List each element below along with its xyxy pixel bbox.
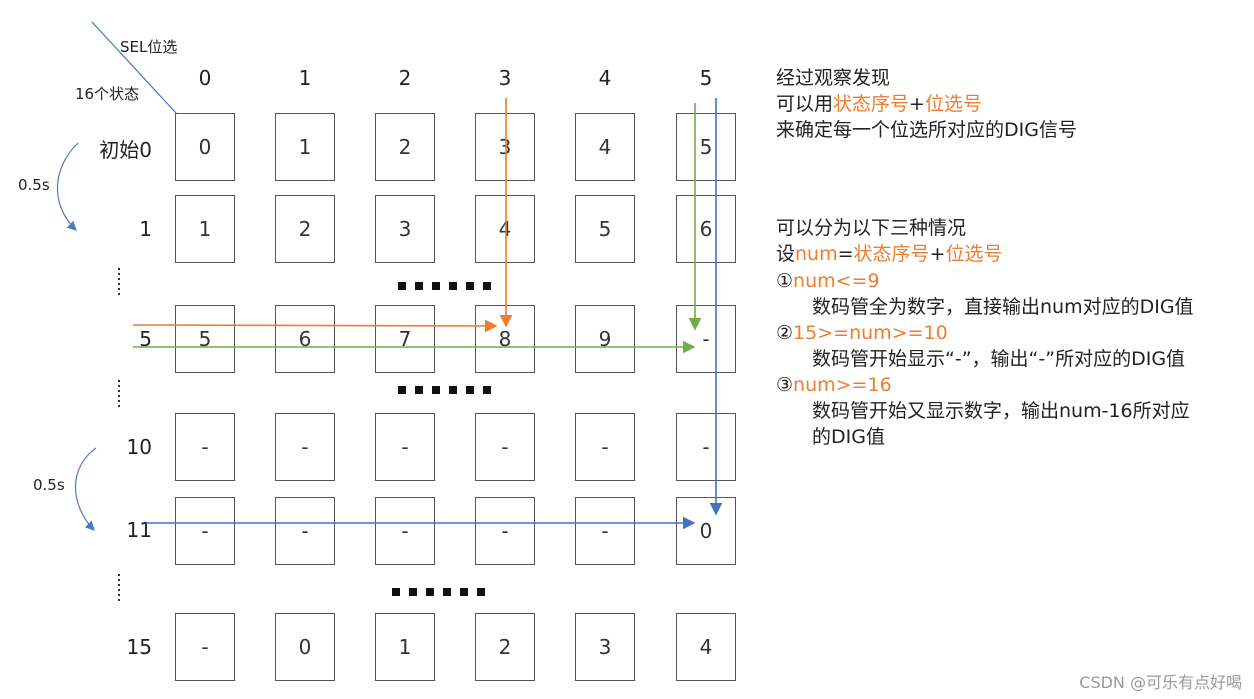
horizontal-ellipsis	[392, 588, 485, 596]
cell-r5-c0: 5	[175, 305, 235, 373]
cell-r10-c2: -	[375, 413, 435, 481]
cell-r11-c1: -	[275, 497, 335, 565]
cell-r11-c0: -	[175, 497, 235, 565]
cell-r1-c2: 3	[375, 195, 435, 263]
cell-r15-c4: 3	[575, 613, 635, 681]
cell-r5-c2: 7	[375, 305, 435, 373]
case-1-condition: ①num<=9	[776, 270, 880, 292]
vertical-ellipsis	[118, 574, 122, 604]
row-label-15: 15	[126, 635, 152, 659]
cell-r0-c3: 3	[475, 113, 535, 181]
timing-curve-arrow	[56, 142, 79, 231]
cell-r15-c0: -	[175, 613, 235, 681]
timing-label: 0.5s	[33, 476, 65, 494]
horizontal-ellipsis	[398, 282, 491, 290]
cell-r1-c3: 4	[475, 195, 535, 263]
cell-r5-c3: 8	[475, 305, 535, 373]
row-label-10: 10	[126, 435, 152, 459]
timing-label: 0.5s	[18, 176, 50, 194]
cell-r15-c1: 0	[275, 613, 335, 681]
column-header-5: 5	[699, 66, 713, 90]
cell-r11-c5: 0	[676, 497, 736, 565]
column-header-2: 2	[398, 66, 412, 90]
column-header-4: 4	[598, 66, 612, 90]
cell-r10-c0: -	[175, 413, 235, 481]
cell-r10-c5: -	[676, 413, 736, 481]
vertical-ellipsis	[118, 268, 122, 298]
cell-r0-c4: 4	[575, 113, 635, 181]
cell-r0-c1: 1	[275, 113, 335, 181]
case-3-description-line1: 数码管开始又显示数字，输出num-16所对应	[812, 400, 1190, 422]
column-header-3: 3	[498, 66, 512, 90]
note-p2-line2: 设num=状态序号+位选号	[776, 243, 1003, 265]
row-label-11: 11	[126, 518, 152, 542]
cell-r5-c4: 9	[575, 305, 635, 373]
note-p1-line2: 可以用状态序号+位选号	[776, 93, 982, 115]
row-label-5: 5	[139, 327, 152, 351]
row-label-0: 初始0	[99, 138, 152, 162]
cell-r0-c5: 5	[676, 113, 736, 181]
note-p1-line1: 经过观察发现	[776, 67, 891, 89]
cell-r11-c2: -	[375, 497, 435, 565]
cell-r0-c0: 0	[175, 113, 235, 181]
cell-r5-c1: 6	[275, 305, 335, 373]
vertical-ellipsis	[118, 380, 122, 410]
cell-r0-c2: 2	[375, 113, 435, 181]
case-3-description-line2: 的DIG值	[812, 426, 885, 448]
cell-r10-c1: -	[275, 413, 335, 481]
cell-r1-c4: 5	[575, 195, 635, 263]
cell-r11-c4: -	[575, 497, 635, 565]
case-2-description: 数码管开始显示“-”，输出“-”所对应的DIG值	[812, 348, 1186, 370]
case-3-condition: ③num>=16	[776, 374, 892, 396]
cell-r11-c3: -	[475, 497, 535, 565]
cell-r1-c1: 2	[275, 195, 335, 263]
cell-r15-c5: 4	[676, 613, 736, 681]
case-2-condition: ②15>=num>=10	[776, 322, 948, 344]
cell-r10-c4: -	[575, 413, 635, 481]
column-header-1: 1	[298, 66, 312, 90]
cell-r1-c0: 1	[175, 195, 235, 263]
note-p1-line3: 来确定每一个位选所对应的DIG信号	[776, 119, 1077, 141]
note-p2-line1: 可以分为以下三种情况	[776, 217, 967, 239]
sel-label: SEL位选	[120, 38, 178, 56]
cell-r15-c3: 2	[475, 613, 535, 681]
cell-r5-c5: -	[676, 305, 736, 373]
case-1-description: 数码管全为数字，直接输出num对应的DIG值	[812, 296, 1194, 318]
watermark: CSDN @可乐有点好喝	[1079, 673, 1242, 692]
column-header-0: 0	[198, 66, 212, 90]
row-label-1: 1	[139, 217, 152, 241]
cell-r10-c3: -	[475, 413, 535, 481]
cell-r15-c2: 1	[375, 613, 435, 681]
state-count-label: 16个状态	[75, 85, 140, 103]
cell-r1-c5: 6	[676, 195, 736, 263]
horizontal-ellipsis	[398, 386, 491, 394]
